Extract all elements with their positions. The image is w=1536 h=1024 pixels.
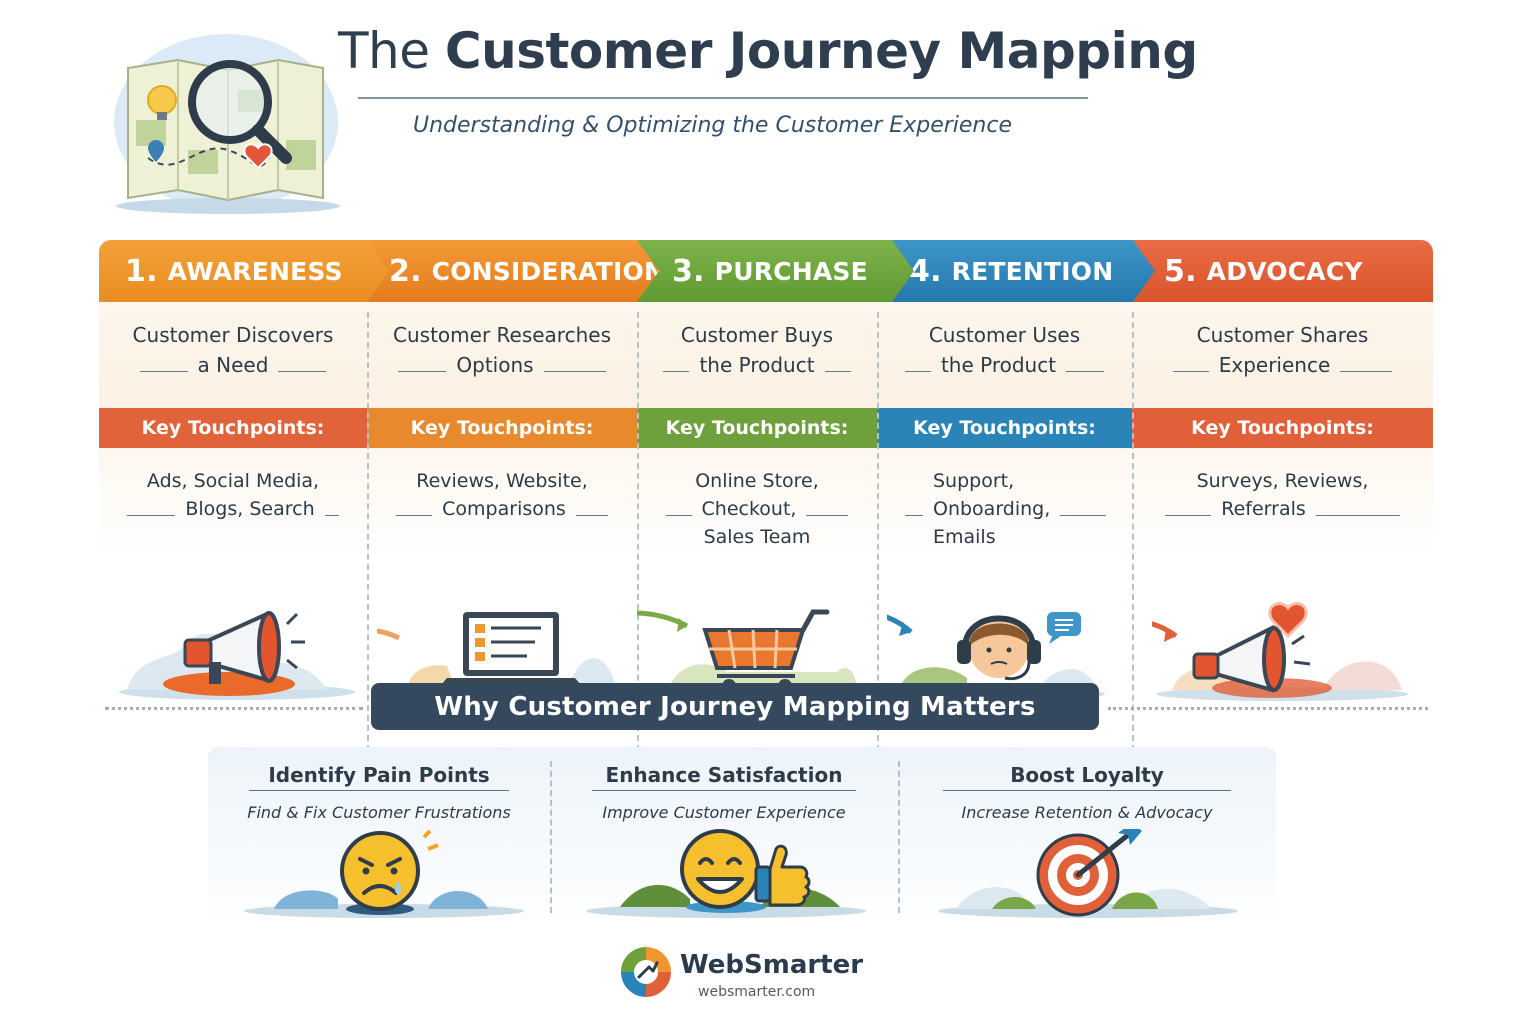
benefit-rule — [591, 790, 857, 791]
stage-name: RETENTION — [951, 256, 1114, 286]
stage-number: 2. — [389, 253, 422, 289]
stage-description-line1: Customer Researches — [393, 323, 611, 347]
stage-description-line2: a Need — [197, 353, 269, 377]
stage-description-line1: Customer Discovers — [132, 323, 334, 347]
stage-header-retention: 4. RETENTION — [875, 240, 1155, 302]
stage-number: 3. — [672, 253, 705, 289]
stage-name: ADVOCACY — [1206, 256, 1363, 286]
touchpoint-content-band — [99, 448, 1433, 558]
stage-divider — [637, 312, 639, 882]
sad-face-icon — [244, 829, 524, 918]
happy-face-thumbs-up-icon — [586, 829, 866, 918]
brand-url[interactable]: websmarter.com — [698, 984, 816, 1000]
touchpoint-line: Ads, Social Media, — [146, 470, 320, 492]
stage-divider — [877, 312, 879, 882]
brand-name: WebSmarter — [680, 950, 864, 980]
benefit-satisfaction: Enhance Satisfaction Improve Customer Ex… — [550, 747, 898, 927]
stage-description: Customer Researches Options — [367, 320, 637, 380]
stage-description-line2: the Product — [940, 353, 1057, 377]
touchpoint-list: Ads, Social Media, Blogs, Search — [99, 467, 367, 523]
benefit-subtitle: Improve Customer Experience — [602, 803, 846, 822]
touchpoint-line: Checkout, — [701, 498, 797, 520]
benefit-rule — [249, 790, 509, 791]
stage-description-line1: Customer Buys — [680, 323, 834, 347]
stage-description-line2: Experience — [1218, 353, 1331, 377]
stage-description: Customer Shares Experience — [1132, 320, 1433, 380]
section-divider-right — [1108, 707, 1428, 710]
touchpoint-line: Online Store, — [695, 470, 819, 492]
stage-name: CONSIDERATION — [431, 256, 666, 286]
websmarter-logo-icon — [621, 947, 671, 997]
stage-header-advocacy: 5. ADVOCACY — [1130, 240, 1433, 302]
benefit-loyalty: Boost Loyalty Increase Retention & Advoc… — [898, 747, 1276, 927]
touchpoint-label-retention: Key Touchpoints: — [877, 408, 1132, 448]
stage-header-awareness: 1. AWARENESS — [99, 240, 389, 302]
megaphone-icon — [119, 610, 355, 700]
stage-description-band — [99, 302, 1433, 408]
benefit-title: Identify Pain Points — [268, 763, 490, 787]
journey-stages: 1. AWARENESS 2. CONSIDERATION 3. PURCHAS… — [99, 240, 1433, 882]
page-subtitle: Understanding & Optimizing the Customer … — [413, 113, 1012, 138]
stage-description-line2: Options — [456, 353, 534, 377]
touchpoint-header-row: Key Touchpoints: Key Touchpoints: Key To… — [99, 408, 1433, 448]
stage-number: 1. — [125, 253, 158, 289]
touchpoint-line: Reviews, Website, — [416, 470, 588, 492]
stage-name: AWARENESS — [167, 256, 343, 286]
touchpoint-list: Support, Onboarding, Emails — [877, 467, 1132, 551]
touchpoint-line: Support, — [933, 470, 1015, 492]
benefit-subtitle: Find & Fix Customer Frustrations — [247, 803, 511, 822]
stage-description: Customer Discovers a Need — [99, 320, 367, 380]
stage-header-purchase: 3. PURCHASE — [636, 240, 914, 302]
stage-description: Customer Buys the Product — [637, 320, 877, 380]
touchpoint-list: Surveys, Reviews, Referrals — [1132, 467, 1433, 523]
touchpoint-label-purchase: Key Touchpoints: — [637, 408, 877, 448]
stage-number: 4. — [909, 253, 942, 289]
benefit-subtitle: Increase Retention & Advocacy — [961, 803, 1213, 822]
touchpoint-line: Comparisons — [442, 498, 566, 520]
map-magnifier-illustration — [114, 34, 340, 214]
benefit-rule — [943, 790, 1231, 791]
benefit-title: Boost Loyalty — [1010, 763, 1164, 787]
page-title: The Customer Journey Mapping — [338, 22, 1198, 80]
stage-description: Customer Uses the Product — [877, 320, 1132, 380]
touchpoint-label-consideration: Key Touchpoints: — [367, 408, 637, 448]
stage-name: PURCHASE — [714, 256, 868, 286]
why-section-banner: Why Customer Journey Mapping Matters — [371, 683, 1099, 730]
benefits-panel: Identify Pain Points Find & Fix Customer… — [208, 747, 1276, 927]
stage-divider — [1132, 312, 1134, 882]
stage-number: 5. — [1164, 253, 1197, 289]
title-prefix: The — [338, 22, 430, 80]
touchpoint-line: Onboarding, — [933, 498, 1051, 520]
benefit-divider — [898, 761, 900, 913]
touchpoint-line: Surveys, Reviews, — [1196, 470, 1369, 492]
stage-divider — [367, 312, 369, 882]
touchpoint-line: Blogs, Search — [185, 498, 315, 520]
touchpoint-line: Sales Team — [703, 526, 811, 548]
stage-header-row: 1. AWARENESS 2. CONSIDERATION 3. PURCHAS… — [99, 240, 1433, 302]
touchpoint-label-advocacy: Key Touchpoints: — [1132, 408, 1433, 448]
touchpoint-label-awareness: Key Touchpoints: — [99, 408, 367, 448]
touchpoint-list: Online Store, Checkout, Sales Team — [637, 467, 877, 551]
touchpoint-list: Reviews, Website, Comparisons — [367, 467, 637, 523]
target-arrow-icon — [938, 829, 1238, 918]
title-divider — [358, 97, 1088, 99]
benefit-divider — [550, 761, 552, 913]
stage-header-consideration: 2. CONSIDERATION — [365, 240, 659, 302]
stage-description-line1: Customer Shares — [1196, 323, 1369, 347]
stage-description-line2: the Product — [699, 353, 815, 377]
stage-description-line1: Customer Uses — [928, 323, 1081, 347]
touchpoint-line: Referrals — [1221, 498, 1306, 520]
megaphone-heart-icon — [1152, 602, 1408, 701]
title-main: Customer Journey Mapping — [444, 22, 1198, 80]
benefit-pain-points: Identify Pain Points Find & Fix Customer… — [208, 747, 550, 927]
section-divider-left — [105, 707, 363, 710]
touchpoint-line: Emails — [933, 526, 996, 548]
benefit-title: Enhance Satisfaction — [605, 763, 843, 787]
